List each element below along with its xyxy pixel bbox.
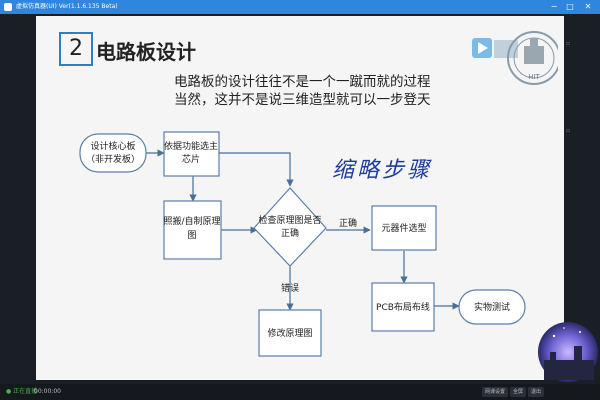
flow-start-line-2: （非开发板）: [86, 153, 140, 165]
app-icon: [4, 3, 12, 11]
flow-error-label: 错误: [281, 282, 299, 294]
flow-choose-chip-line-1: 依据功能选主: [164, 140, 218, 152]
flow-components-node: [371, 205, 437, 251]
side-tool-icon-2[interactable]: ▫: [566, 127, 571, 134]
fullscreen-button[interactable]: 全屏: [510, 387, 527, 397]
close-icon[interactable]: ✕: [584, 2, 592, 11]
handwritten-annotation: 缩略步骤: [332, 158, 433, 183]
flow-correct-label: 正确: [339, 217, 357, 229]
corner-illustration: [538, 322, 598, 382]
logo-text: HIT: [528, 73, 540, 81]
subtitle-line-1: 电路板的设计往往不是一个一蹴而就的过程: [174, 74, 431, 90]
slide-title: 电路板设计: [96, 40, 196, 64]
side-tool-icon-1[interactable]: ▫: [566, 40, 571, 47]
flow-check-line-2: 正确: [281, 227, 299, 239]
exit-button[interactable]: 退出: [528, 387, 545, 397]
flow-choose-chip-node: [163, 131, 220, 177]
arrow-loop-to-check: [219, 152, 294, 187]
flow-draw-schematic-line-1: 照搬/自制原理: [163, 215, 220, 227]
bottom-status-bar: ● 正在直播 00:00:00 网课设置 全屏 退出: [0, 384, 600, 400]
flow-draw-schematic-line-2: 图: [187, 230, 196, 241]
minimize-icon[interactable]: −: [550, 2, 558, 11]
flow-modify-label: 修改原理图: [267, 327, 312, 339]
window-title: 虚拟仿真器(UI) Ver(1.1.6.135 Beta): [16, 3, 118, 10]
flow-pcb-node: [371, 282, 435, 332]
slide-number-badge: 2: [59, 32, 93, 66]
class-settings-button[interactable]: 网课设置: [482, 387, 509, 397]
window-titlebar: 虚拟仿真器(UI) Ver(1.1.6.135 Beta) − □ ✕: [0, 0, 600, 14]
flow-test-label: 实物测试: [474, 301, 510, 313]
flow-modify-node: [258, 309, 322, 357]
flow-choose-chip-line-2: 芯片: [182, 153, 200, 165]
university-logo: HIT: [472, 31, 558, 85]
flow-start-line-1: 设计核心板: [90, 140, 135, 152]
flow-pcb-label: PCB布局布线: [376, 301, 430, 313]
slide-canvas: 2 电路板设计 电路板的设计往往不是一个一蹴而就的过程 当然，这并不是说三维造型…: [36, 16, 564, 380]
flow-check-line-1: 检查原理图是否: [258, 214, 321, 226]
subtitle-line-2: 当然，这并不是说三维造型就可以一步登天: [174, 92, 431, 108]
flowchart: 设计核心板 （非开发板） 依据功能选主 芯片 照搬/自制原理 图 检查原理图是否…: [79, 131, 526, 357]
flow-start-node: [79, 133, 147, 173]
flow-draw-schematic-node: [163, 200, 222, 260]
live-status: ● 正在直播: [6, 388, 38, 395]
flow-test-node: [458, 289, 526, 325]
flow-check-diamond: [253, 187, 327, 267]
live-timer: 00:00:00: [34, 388, 61, 395]
flow-components-label: 元器件选型: [381, 222, 426, 234]
maximize-icon[interactable]: □: [566, 2, 574, 11]
side-toolbar: ▫ ▫: [566, 30, 572, 134]
